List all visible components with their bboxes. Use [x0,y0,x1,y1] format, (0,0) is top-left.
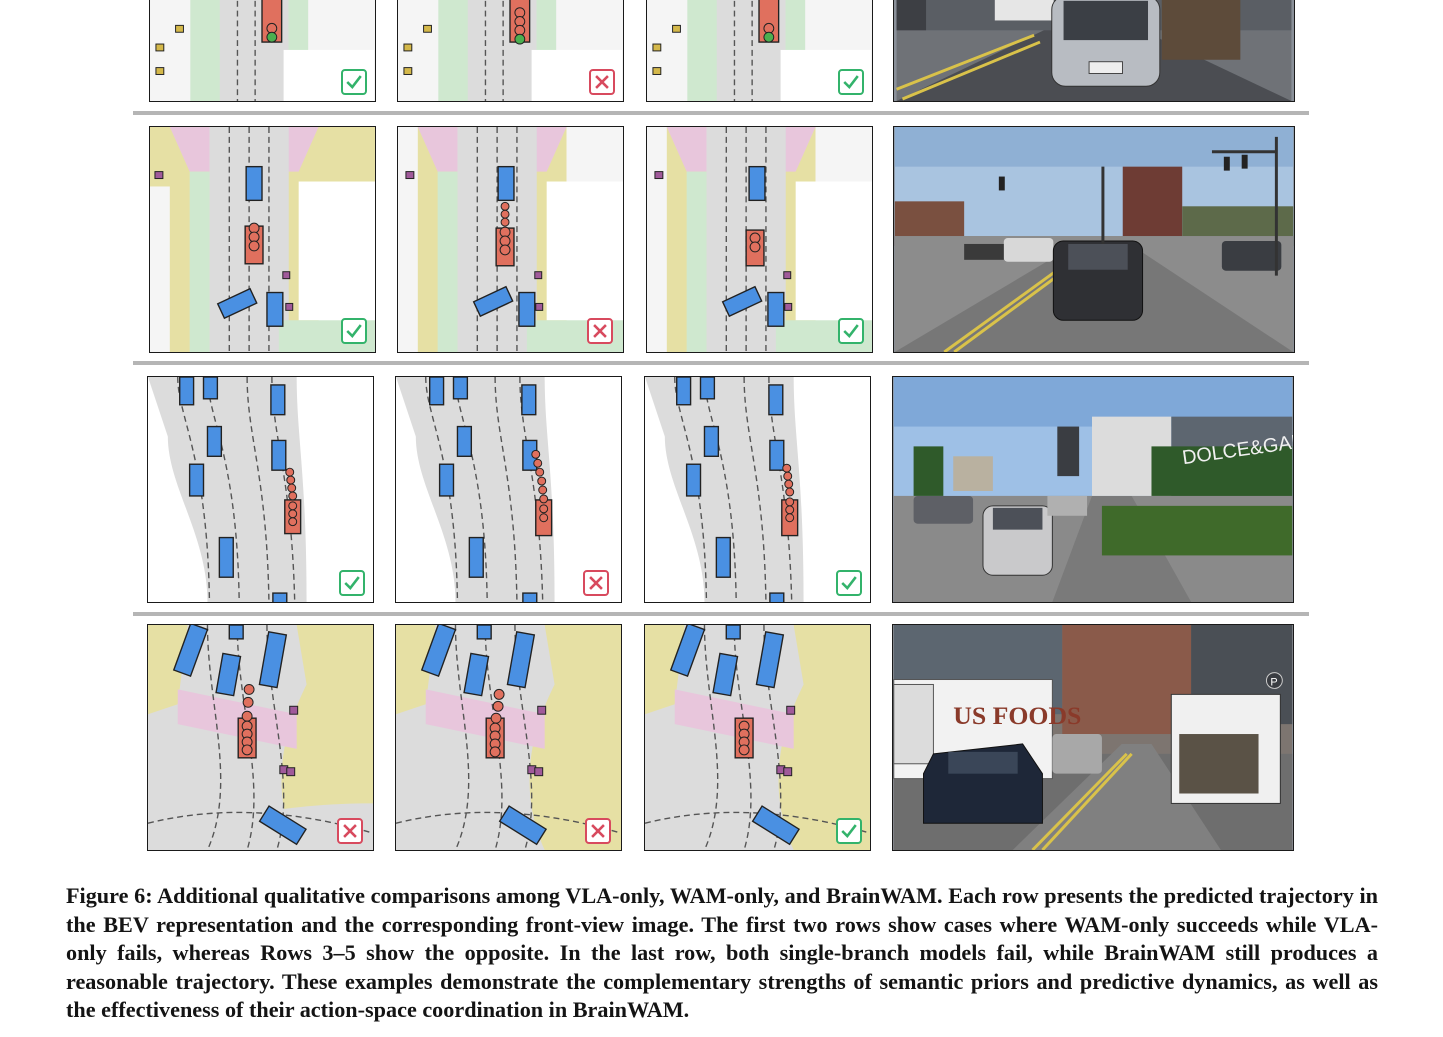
figure-caption: Figure 6: Additional qualitative compari… [66,883,1378,1023]
bev-panel-wam-only [395,624,622,851]
bev-panel-wam-only [397,126,624,353]
fail-cross-icon [587,318,613,344]
success-check-icon [341,318,367,344]
bev-panel-vla-only [149,126,376,353]
fail-cross-icon [589,69,615,95]
bev-map [645,625,870,850]
success-check-icon [838,69,864,95]
bev-panel-brainwam [644,624,871,851]
parking-sign-text: P [1270,676,1277,688]
bev-map [645,377,870,602]
bev-map [648,0,871,101]
front-view-image [893,126,1295,353]
bev-panel-vla-only [147,376,374,603]
front-view-photo: DOLCE&GABB [893,377,1293,602]
bev-panel-brainwam [646,0,873,102]
bev-map [399,0,622,101]
row-separator [133,612,1309,616]
fail-cross-icon [337,818,363,844]
front-view-photo [894,0,1294,101]
front-view-photo [894,127,1294,352]
bev-panel-vla-only [149,0,376,102]
fail-cross-icon [585,818,611,844]
bev-panel-brainwam [644,376,871,603]
front-view-image: DOLCE&GABB [892,376,1294,603]
bev-map [398,127,623,352]
bev-map [647,127,872,352]
front-view-photo: US FOODS P [893,625,1293,850]
success-check-icon [836,570,862,596]
success-check-icon [341,69,367,95]
bev-map [150,127,375,352]
bev-map [148,377,373,602]
bev-panel-wam-only [397,0,624,102]
fail-cross-icon [583,570,609,596]
success-check-icon [836,818,862,844]
bev-map [396,625,621,850]
row-separator [133,361,1309,365]
bev-panel-brainwam [646,126,873,353]
bev-panel-wam-only [395,376,622,603]
truck-logo-text: US FOODS [953,701,1081,730]
bev-map [148,625,373,850]
bev-panel-vla-only [147,624,374,851]
bev-map [151,0,374,101]
success-check-icon [838,318,864,344]
bev-map [396,377,621,602]
front-view-image [893,0,1295,102]
front-view-image: US FOODS P [892,624,1294,851]
row-separator [133,111,1309,115]
success-check-icon [339,570,365,596]
